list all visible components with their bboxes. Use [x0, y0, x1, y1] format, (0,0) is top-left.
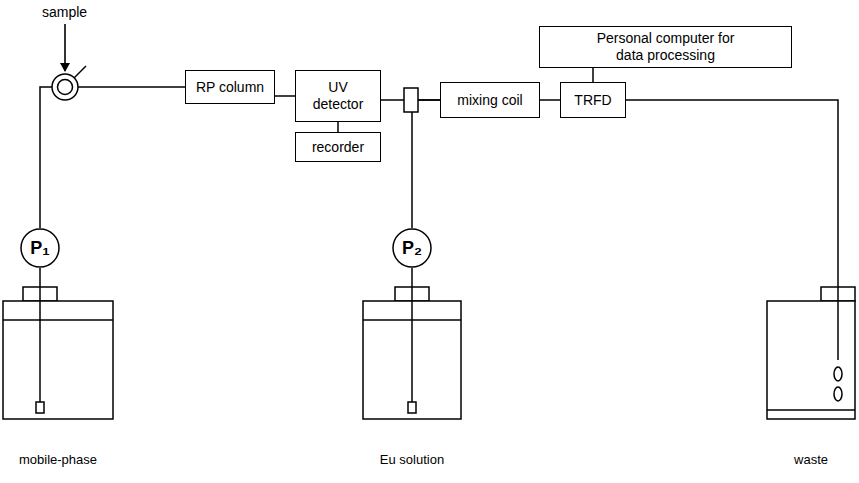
node-label: mixing coil	[457, 92, 522, 109]
node-label: Eu solution	[362, 452, 462, 467]
sample-label: sample	[42, 4, 87, 20]
node-label: Personal computer for data processing	[586, 30, 746, 64]
reservoir-bottle: Eu solution	[362, 286, 462, 467]
tubing-line	[39, 268, 41, 286]
node-label: TRFD	[574, 92, 611, 109]
sample-arrow	[64, 24, 66, 71]
bottle-outline	[362, 286, 462, 420]
node-label: waste	[766, 452, 856, 467]
tubing-line	[275, 95, 295, 97]
node-label: mobile-phase	[2, 452, 114, 467]
tubing-line	[337, 122, 339, 132]
injector-valve	[52, 66, 86, 100]
column-box: RP column	[185, 70, 275, 104]
node-label: UV detector	[307, 79, 369, 113]
detector-box: TRFD	[560, 82, 626, 118]
mixing-coil-box: mixing coil	[440, 82, 540, 118]
node-label: P₂	[402, 238, 422, 259]
bottle-outline	[2, 286, 114, 420]
waste-bottle: waste	[766, 286, 856, 467]
node-label: recorder	[312, 139, 364, 156]
computer-box: Personal computer for data processing	[539, 26, 792, 68]
reservoir-bottle: mobile-phase	[2, 286, 114, 467]
detector-box: UV detector	[295, 70, 381, 122]
recorder-box: recorder	[295, 132, 381, 162]
tubing-line	[40, 87, 185, 228]
tubing-line	[540, 99, 560, 101]
tubing-line	[592, 68, 594, 82]
bottle-outline	[766, 286, 856, 420]
node-label: P₁	[30, 238, 49, 259]
tubing-line	[412, 100, 440, 228]
tee-junction	[404, 88, 418, 112]
pump-circle: P₁	[20, 228, 60, 268]
pump-circle: P₂	[392, 228, 432, 268]
node-label: RP column	[196, 79, 264, 96]
tubing-line	[626, 100, 838, 286]
tubing-line	[411, 268, 413, 286]
